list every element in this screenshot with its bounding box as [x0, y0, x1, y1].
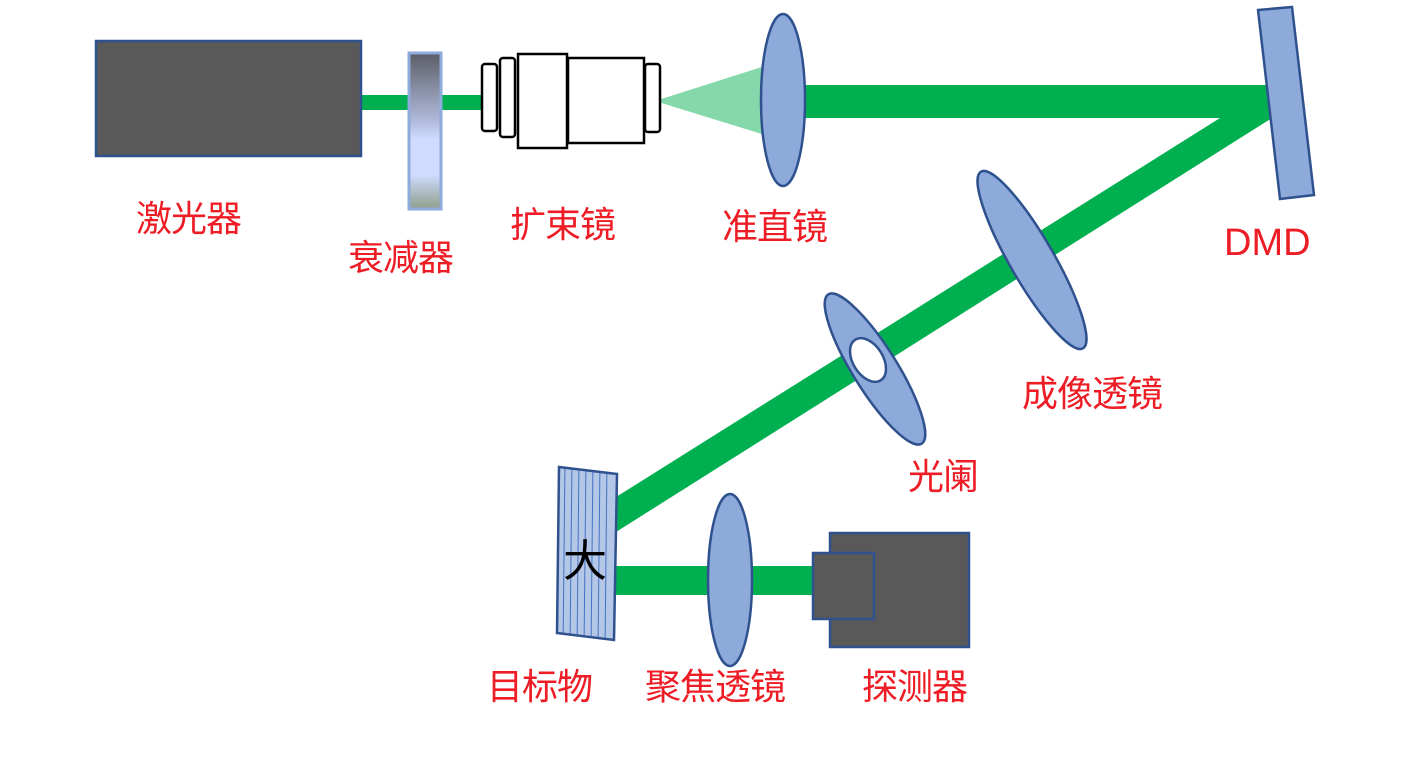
- label-dmd: DMD: [1224, 222, 1311, 264]
- label-detector: 探测器: [862, 667, 968, 708]
- focusing-lens: [706, 492, 754, 668]
- label-target: 目标物: [487, 667, 593, 708]
- beam-collimated: [790, 85, 1272, 118]
- label-attenuator: 衰减器: [348, 238, 454, 279]
- label-laser: 激光器: [136, 199, 242, 240]
- imaging-lens: [976, 169, 1088, 351]
- collimator-lens: [759, 12, 807, 188]
- aperture-icon: [823, 292, 927, 446]
- target-glyph: 大: [563, 536, 607, 587]
- detector-icon: [811, 531, 971, 649]
- attenuator-plate: [407, 51, 443, 211]
- label-beam-expander: 扩束镜: [510, 205, 616, 246]
- dmd-mirror: [1256, 5, 1316, 201]
- label-collimator: 准直镜: [722, 207, 828, 248]
- beam-reflected-diagonal: [616, 118, 1272, 532]
- label-aperture: 光阑: [908, 457, 979, 498]
- beam-expander-icon: [480, 52, 662, 150]
- target-object: [555, 465, 619, 642]
- beam-expanding-cone: [655, 66, 765, 135]
- label-imaging-lens: 成像透镜: [1022, 374, 1163, 415]
- laser-body: [94, 39, 363, 158]
- label-focusing-lens: 聚焦透镜: [645, 667, 786, 708]
